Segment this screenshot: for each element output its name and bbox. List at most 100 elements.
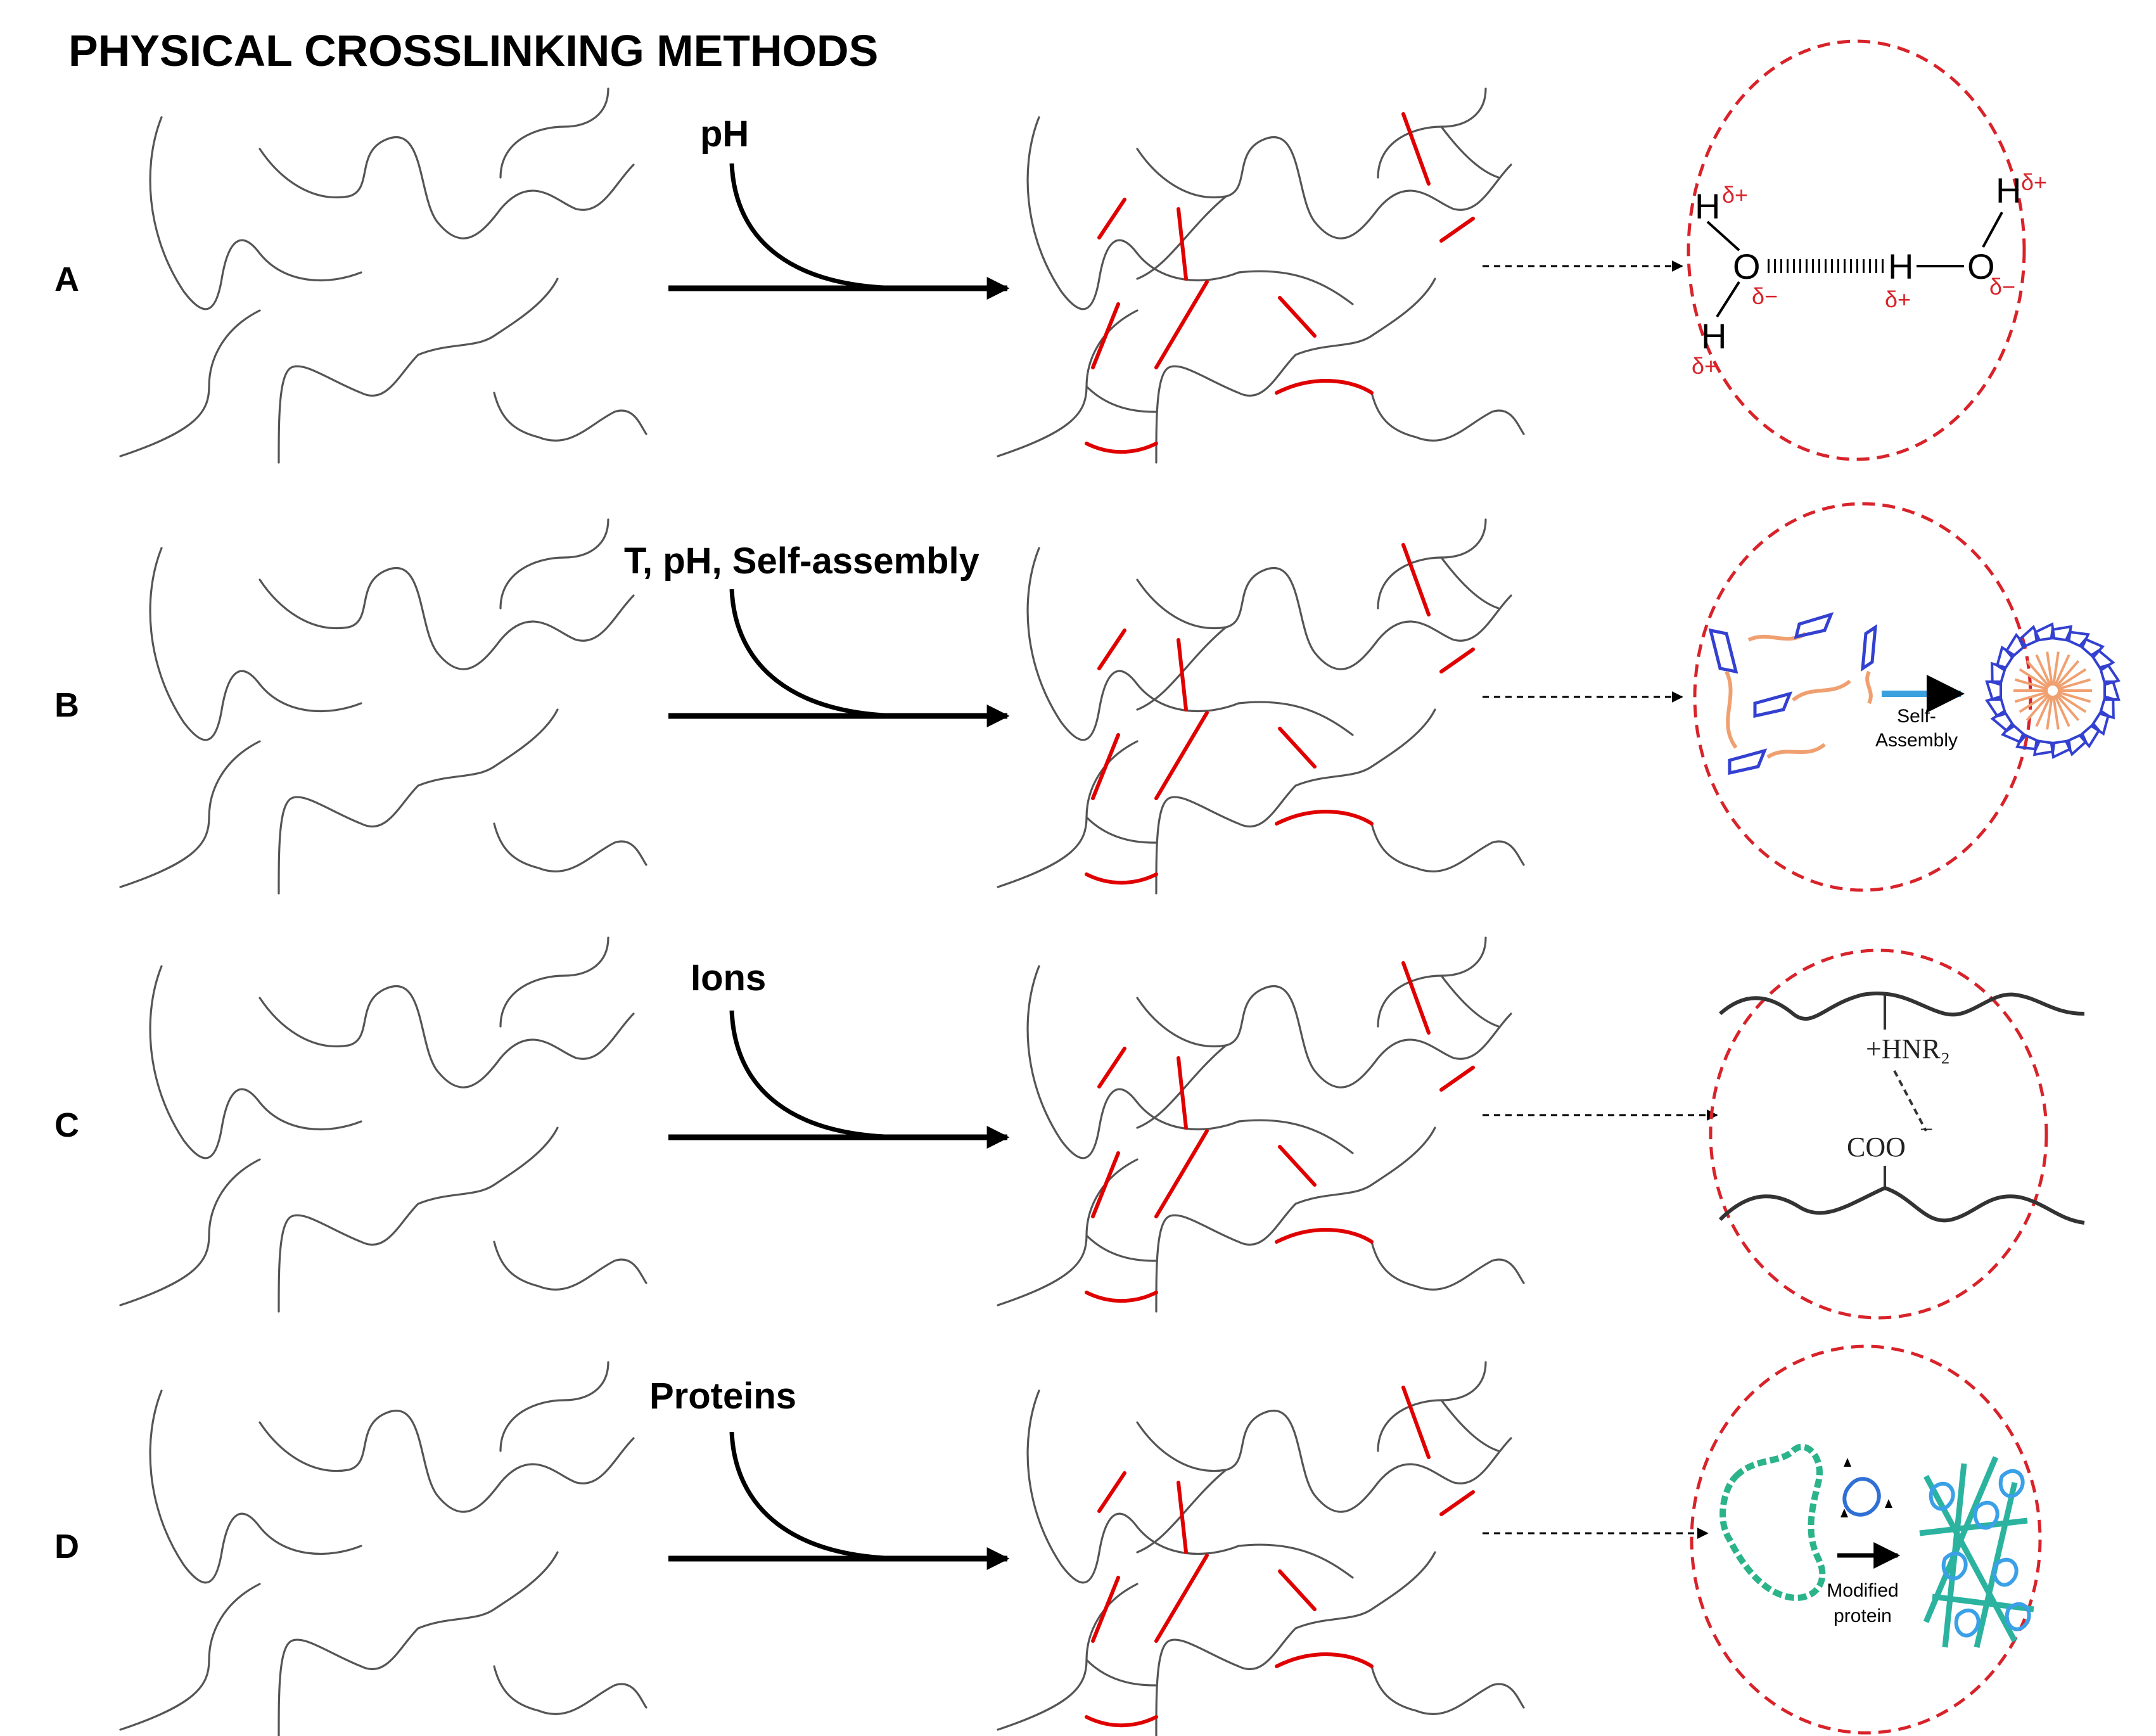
ionic-bond	[1893, 1070, 1927, 1132]
micelle	[1985, 622, 2121, 759]
protein-caption-1: Modified	[1827, 1580, 1898, 1601]
row-label-c: C	[54, 1106, 79, 1144]
micelle-tail	[2025, 660, 2051, 688]
hydrophobic-segment	[1753, 691, 1793, 718]
delta-plus-label: δ+	[2021, 169, 2047, 195]
stimulus-curve	[729, 163, 907, 291]
bond-line	[1982, 212, 2003, 248]
network-strands	[1919, 1456, 2034, 1649]
self-assembly-caption-1: Self-	[1897, 706, 1936, 727]
micelle-tail	[2055, 693, 2080, 722]
hydrophilic-tail	[1725, 670, 1738, 749]
row-label-b: B	[54, 686, 79, 724]
polymer-chains	[119, 936, 647, 1313]
hydrogen-bond-inset: H δ+ O δ− H δ+ H δ+ O δ− H δ+	[1692, 169, 2047, 379]
micelle-tail	[2014, 691, 2048, 703]
micelle-head	[1991, 661, 2007, 686]
micelle-tail	[2056, 668, 2087, 689]
native-protein	[1719, 1443, 1826, 1601]
polymer-backbone-top	[1719, 992, 2085, 1021]
micelle-tail	[2057, 691, 2091, 703]
hydrophobic-segment	[1728, 748, 1768, 775]
delta-plus-label: δ+	[1722, 182, 1748, 208]
micelle-head	[2078, 637, 2105, 660]
micelle-tail	[2052, 651, 2060, 686]
micelle-head	[2064, 630, 2090, 649]
h-atom-middle: H	[1888, 246, 1913, 286]
amine-label: +HNR₂	[1866, 1033, 1950, 1064]
row-b	[119, 502, 2032, 895]
micelle-head	[2089, 709, 2110, 736]
carboxylate-label: COO	[1847, 1132, 1906, 1163]
micelle-tail	[2019, 668, 2050, 689]
polymer-backbone-bottom	[1718, 1185, 2085, 1225]
delta-plus-label: δ+	[1692, 353, 1718, 379]
micelle-tail	[2053, 694, 2070, 727]
hydrophilic-tail	[1766, 743, 1826, 759]
micelle-head	[2032, 739, 2056, 756]
bound-modifiers	[1929, 1469, 2031, 1638]
micelle-head	[1985, 680, 2002, 701]
hydrophobic-segment	[1708, 628, 1738, 674]
micelle-head	[2098, 663, 2121, 686]
micelle-tail	[2014, 678, 2048, 691]
h-atom-right: H	[1996, 170, 2021, 210]
delta-minus-label: δ−	[1752, 283, 1778, 309]
micelle-tail	[2035, 694, 2052, 727]
ionic-interaction-inset: +HNR₂ COO −	[1718, 992, 2085, 1225]
micelle-tail	[2035, 654, 2052, 687]
o-atom-right: O	[1967, 246, 1995, 286]
charge-markers	[1840, 1458, 1892, 1517]
micelle-head	[2064, 732, 2088, 756]
hydrophobic-segment	[1861, 624, 1877, 672]
micelle-tail	[2046, 651, 2053, 686]
zoom-circle	[1690, 1344, 2042, 1735]
protein-inset: Modified protein	[1719, 1443, 2034, 1649]
micelle-tail	[2057, 678, 2091, 691]
stimulus-curve	[729, 1431, 907, 1561]
h-atom-top: H	[1695, 186, 1720, 226]
crosslinked-network	[998, 89, 1524, 463]
zoom-circle	[1687, 39, 2026, 461]
polymer-chains	[119, 1361, 647, 1736]
stimulus-label-b: T, pH, Self-assembly	[624, 540, 979, 582]
micelle-tail	[2055, 660, 2080, 688]
bond-line	[1706, 220, 1740, 252]
protein-network	[1919, 1456, 2034, 1649]
micelle-tail	[2019, 692, 2050, 713]
micelle-head	[2018, 625, 2041, 649]
micelle-head	[2034, 622, 2056, 642]
self-assembly-inset: Self- Assembly	[1708, 612, 2121, 775]
micelle-tail	[2025, 693, 2051, 722]
hydrophilic-tail	[1865, 670, 1873, 705]
h-atom-bottom: H	[1701, 316, 1726, 356]
micelle-head	[2050, 739, 2072, 759]
micelle-tail	[2046, 695, 2053, 730]
row-a	[119, 39, 2026, 464]
negative-charge: −	[1920, 1116, 1933, 1143]
row-c	[119, 936, 2048, 1320]
crosslinked-network	[998, 1362, 1524, 1736]
row-d	[119, 1344, 2042, 1736]
micelle-tail	[2053, 654, 2070, 687]
micelle-head	[2089, 649, 2115, 672]
micelle-head	[2001, 722, 2027, 744]
micelle-head	[2005, 632, 2027, 660]
polymer-chains	[119, 87, 647, 464]
o-atom-left: O	[1733, 246, 1761, 286]
stimulus-label-c: Ions	[691, 957, 767, 999]
micelle-head	[2050, 625, 2073, 642]
hydrophilic-tail	[1792, 679, 1851, 702]
delta-plus-label: δ+	[1885, 286, 1911, 312]
self-assembly-caption-2: Assembly	[1875, 730, 1958, 751]
stimulus-label-d: Proteins	[649, 1375, 797, 1417]
hydrophobic-segment	[1794, 612, 1834, 639]
micelle-tail	[2052, 695, 2060, 730]
micelle-head	[1996, 645, 2016, 672]
stimulus-curve	[729, 1010, 907, 1140]
delta-minus-label: δ−	[1989, 274, 2015, 300]
stimulus-curve	[729, 589, 907, 718]
micelle-head	[2015, 732, 2041, 751]
polymer-chains	[119, 518, 647, 895]
